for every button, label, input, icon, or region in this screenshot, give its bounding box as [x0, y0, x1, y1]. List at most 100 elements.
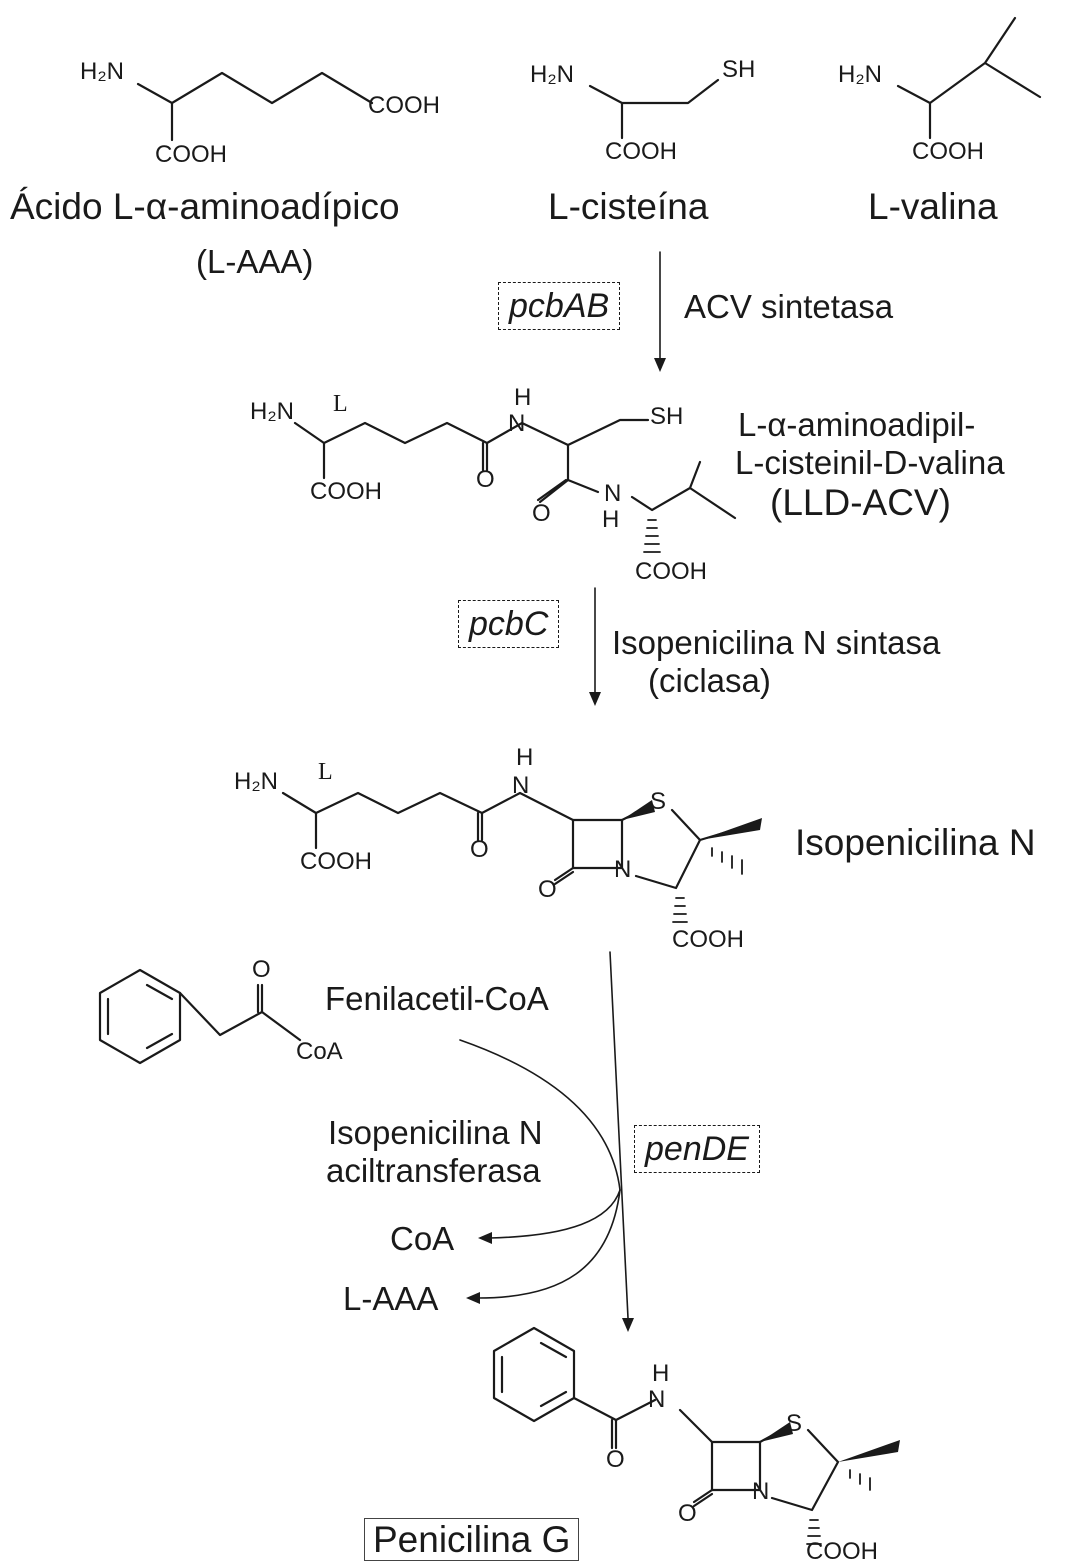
peng-name: Penicilina G — [364, 1518, 580, 1561]
arrow-phenylacetyl-curve — [459, 1039, 621, 1191]
arrow-coa-curve — [489, 1189, 621, 1239]
ipn-n2-label: N — [614, 856, 632, 883]
acv-n2-label: N — [604, 480, 622, 507]
arrow-laaa-curve — [477, 1189, 621, 1299]
ipn-cooh-label: COOH — [672, 926, 744, 953]
acv-n1-label: N — [508, 410, 526, 437]
laaa-amine-label: H₂N — [80, 58, 124, 85]
laaa-terminal-cooh-label: COOH — [368, 92, 440, 119]
ipn-l-label: L — [318, 759, 333, 785]
cys-amine-label: H₂N — [530, 61, 574, 88]
phenylacetyl-name: Fenilacetil-CoA — [325, 980, 549, 1017]
enzyme-acyltransferase-line1: Isopenicilina N — [328, 1114, 543, 1151]
peng-s-label: S — [786, 1410, 803, 1437]
cys-thiol-label: SH — [722, 56, 756, 83]
ipn-o1-label: O — [470, 836, 489, 863]
cys-skeleton — [588, 78, 720, 105]
coa-product-label: CoA — [390, 1220, 455, 1257]
ipn-betalactam — [571, 818, 624, 870]
gene-penDE-box: penDE — [634, 1125, 760, 1173]
laaa-product-label: L-AAA — [343, 1280, 439, 1317]
ipn-carbonyl — [553, 866, 575, 886]
ipn-wedge-me — [700, 818, 762, 840]
ipn-s-label: S — [650, 788, 667, 815]
ipn-wedge-s — [622, 800, 655, 820]
enzyme-acv-synthetase: ACV sintetasa — [684, 288, 894, 325]
peng-n2-label: N — [752, 1478, 770, 1505]
phenylacetyl-o-label: O — [252, 956, 271, 983]
phenylacetyl-co — [256, 983, 264, 1014]
enzyme-ipn-synthase: Isopenicilina N sintasa — [612, 624, 941, 661]
arrowhead-laaa — [466, 1292, 480, 1304]
acv-amide1-co — [481, 441, 489, 472]
arrow-step3 — [609, 951, 629, 1319]
acv-name-line2: L-cisteinil-D-valina — [735, 444, 1005, 481]
laaa-alpha-cooh-label: COOH — [155, 141, 227, 168]
peng-wedge-s — [760, 1422, 793, 1442]
peng-o1-label: O — [606, 1446, 625, 1473]
acv-skeleton — [293, 418, 650, 447]
ipn-o2-label: O — [538, 876, 557, 903]
val-cooh-label: COOH — [912, 138, 984, 165]
acv-l-label: L — [333, 391, 348, 417]
acv-h1-label: H — [514, 384, 532, 411]
peng-ring — [492, 1326, 576, 1423]
phenylacetyl-ring-inner — [106, 983, 174, 1050]
ipn-hash-cooh — [672, 897, 688, 923]
gene-pcbAB-box: pcbAB — [498, 282, 621, 330]
val-name: L-valina — [868, 186, 998, 227]
acv-o1-label: O — [476, 466, 495, 493]
peng-carbonyl — [692, 1488, 714, 1508]
peng-ring-inner — [500, 1341, 568, 1408]
arrowhead-step1 — [654, 358, 666, 372]
acv-alpha-cooh-label: COOH — [310, 478, 382, 505]
peng-o2-label: O — [678, 1500, 697, 1527]
acv-cys-down — [536, 443, 570, 504]
acv-name-line3: (LLD-ACV) — [770, 482, 951, 523]
enzyme-acyltransferase-line2: aciltransferasa — [326, 1152, 541, 1189]
ipn-methyl-hash — [711, 847, 743, 875]
acv-hash — [643, 519, 661, 553]
laaa-name: Ácido L-α-aminoadípico — [10, 186, 400, 227]
ipn-alpha-cooh-label: COOH — [300, 848, 372, 875]
ipn-amine-label: H₂N — [234, 768, 278, 795]
peng-methyl-hash — [849, 1469, 871, 1491]
peng-hash-cooh — [806, 1519, 822, 1545]
val-skeleton — [896, 16, 1042, 105]
peng-co — [610, 1418, 618, 1450]
peng-n1-label: N — [648, 1386, 666, 1413]
peng-wedge-me — [838, 1440, 900, 1462]
acv-amine-label: H₂N — [250, 398, 294, 425]
laaa-skeleton — [136, 71, 374, 105]
peng-chain — [572, 1396, 714, 1444]
cys-cooh-label: COOH — [605, 138, 677, 165]
peng-h-label: H — [652, 1360, 670, 1387]
ipn-thiazolidine — [620, 804, 762, 890]
ipn-amide-co — [476, 811, 484, 842]
arrowhead-coa — [478, 1232, 492, 1244]
ipn-skeleton — [281, 791, 575, 822]
acv-h2-label: H — [602, 506, 620, 533]
laaa-abbr: (L-AAA) — [196, 243, 314, 280]
enzyme-ipn-synthase-note: (ciclasa) — [648, 662, 771, 699]
arrowhead-step2 — [589, 692, 601, 706]
peng-cooh-label: COOH — [806, 1538, 878, 1565]
phenylacetyl-coa-label: CoA — [296, 1038, 343, 1065]
peng-betalactam — [710, 1440, 762, 1492]
peng-thiazolidine — [758, 1426, 840, 1512]
acv-val-cooh-label: COOH — [635, 558, 707, 585]
arrowhead-step3 — [622, 1318, 634, 1332]
gene-pcbC-box: pcbC — [458, 600, 560, 648]
val-amine-label: H₂N — [838, 61, 882, 88]
acv-name-line1: L-α-aminoadipil- — [738, 406, 976, 443]
cys-name: L-cisteína — [548, 186, 709, 227]
phenylacetyl-ring — [98, 968, 182, 1065]
ipn-h-label: H — [516, 744, 534, 771]
acv-amide2 — [566, 460, 737, 520]
phenylacetyl-chain — [178, 991, 302, 1042]
ipn-n1-label: N — [512, 772, 530, 799]
ipn-name: Isopenicilina N — [795, 822, 1036, 863]
acv-o2-label: O — [532, 500, 551, 527]
acv-thiol-label: SH — [650, 403, 684, 430]
